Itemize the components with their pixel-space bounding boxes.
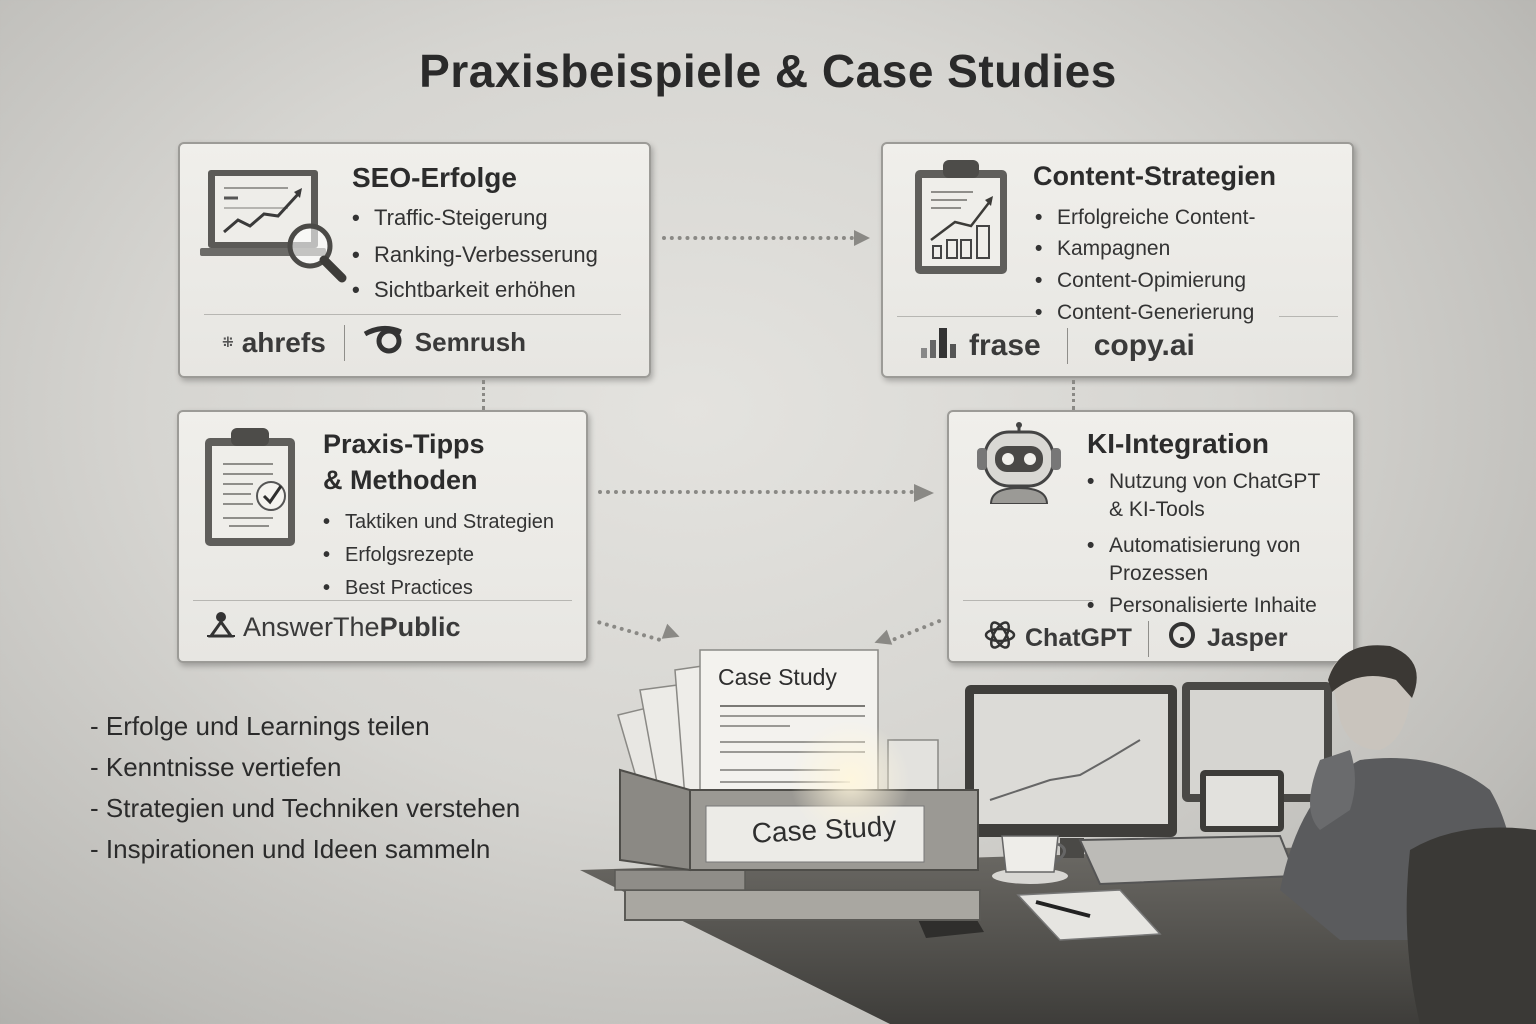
connector-seo-to-content [662, 236, 854, 240]
case-study-document-label: Case Study [718, 664, 837, 690]
card-item-list: •Traffic-Steigerung •Ranking-Verbesserun… [352, 202, 598, 306]
list-item: •Erfolgreiche Content- [1035, 206, 1256, 229]
arrow-head-icon [854, 230, 870, 246]
card-item-list: •Erfolgreiche Content- •Kampagnen •Conte… [1035, 202, 1255, 328]
desk-illustration: Case Study Case Study [560, 640, 1536, 1024]
connector-content-to-ki [1072, 380, 1075, 410]
card-title: KI-Integration [1087, 428, 1269, 459]
card-title: Praxis-Tipps [323, 429, 485, 459]
semrush-icon [363, 324, 407, 361]
logo-ahrefs: ⁜ ahrefs [222, 326, 326, 358]
list-item: •Ranking-Verbesserung [352, 242, 598, 267]
list-item: - Strategien und Techniken verstehen [90, 793, 521, 823]
ahrefs-icon: ⁜ [222, 334, 234, 350]
list-item: & KI-Tools [1109, 498, 1205, 521]
connector-seo-to-praxis [482, 380, 485, 410]
divider [343, 324, 345, 361]
frase-bars-icon [919, 326, 961, 366]
card-content-strategien: Content-Strategien •Erfolgreiche Content… [881, 142, 1354, 378]
page-title: Praxisbeispiele & Case Studies [419, 45, 1117, 97]
list-item: •Best Practices [323, 577, 473, 599]
logo-answerthepublic: AnswerThePublic [207, 610, 461, 645]
logo-semrush: Semrush [363, 324, 526, 361]
divider [963, 600, 1093, 601]
clipboard-chart-icon [913, 156, 1011, 276]
list-item: •Content-Opimierung [1035, 269, 1247, 292]
card-item-list: •Taktiken und Strategien •Erfolgsrezepte… [323, 506, 554, 605]
connector-praxis-to-ki [598, 490, 914, 494]
list-item: •Erfolgsrezepte [323, 544, 474, 566]
jasper-icon [1165, 621, 1199, 656]
connector-ki-to-casestudy [892, 618, 942, 642]
robot-icon [973, 422, 1065, 505]
arrow-head-icon [914, 484, 934, 502]
logo-chatgpt: ChatGPT [983, 618, 1132, 659]
card-title-line2: & Methoden [323, 465, 478, 495]
card-seo-erfolge: SEO-Erfolge •Traffic-Steigerung •Ranking… [178, 142, 651, 378]
logo-frase: frase [919, 326, 1041, 366]
list-item: - Kenntnisse vertiefen [90, 752, 342, 782]
clipboard-checkmark-icon [203, 424, 299, 548]
divider [1279, 316, 1338, 317]
benefits-list: - Erfolge und Learnings teilen - Kenntni… [90, 706, 520, 870]
list-item: •Kampagnen [1035, 237, 1171, 260]
list-item: •Sichtbarkeit erhöhen [352, 277, 576, 302]
card-item-list: •Nutzung von ChatGPT & KI-Tools •Automat… [1087, 468, 1320, 620]
list-item: •Nutzung von ChatGPT [1087, 470, 1321, 493]
list-item: •Taktiken und Strategien [323, 511, 555, 533]
tool-logos: ChatGPT Jasper [983, 618, 1288, 659]
tool-logos: AnswerThePublic [207, 610, 461, 645]
list-item: •Automatisierung von [1087, 534, 1301, 557]
logo-copy-ai: copy.ai [1093, 329, 1195, 362]
logo-jasper: Jasper [1165, 621, 1288, 656]
list-item: - Inspirationen und Ideen sammeln [90, 834, 491, 864]
divider [193, 600, 572, 601]
list-item: Prozessen [1109, 562, 1209, 585]
divider [897, 316, 1037, 317]
openai-icon [983, 618, 1017, 659]
list-item: •Content-Generierung [1035, 301, 1255, 324]
card-ki-integration: KI-Integration •Nutzung von ChatGPT & KI… [947, 410, 1355, 663]
list-item: •Traffic-Steigerung [352, 205, 548, 230]
connector-praxis-to-casestudy [596, 620, 662, 643]
divider [1066, 328, 1068, 364]
divider [204, 314, 621, 315]
answerthepublic-icon [207, 610, 235, 645]
card-title: Content-Strategien [1033, 161, 1276, 191]
list-item: - Erfolge und Learnings teilen [90, 711, 430, 741]
card-praxis-tipps: Praxis-Tipps & Methoden •Taktiken und St… [177, 410, 588, 663]
laptop-chart-magnifier-icon [198, 166, 348, 284]
divider [1147, 620, 1149, 657]
list-item: •Personalisierte Inhaite [1087, 594, 1317, 617]
card-title: SEO-Erfolge [352, 162, 517, 193]
tool-logos: ⁜ ahrefs Semrush [222, 324, 526, 361]
tool-logos: frase copy.ai [919, 326, 1195, 366]
